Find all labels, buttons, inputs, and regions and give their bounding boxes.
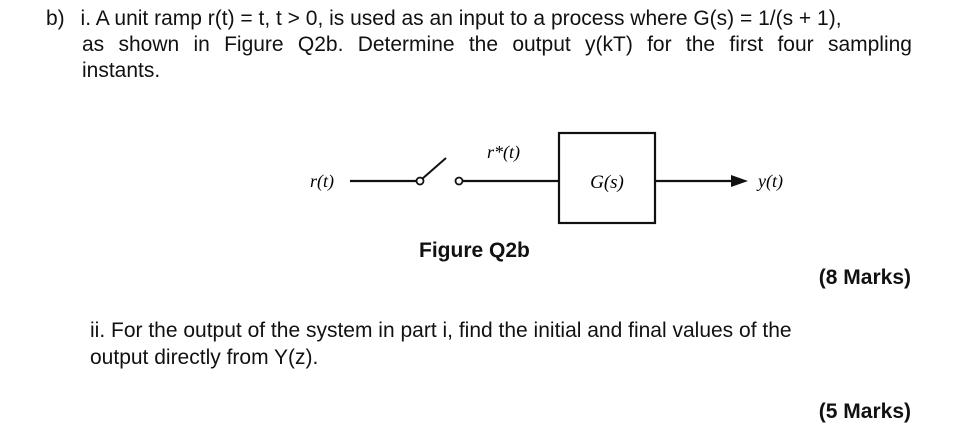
output-arrowhead xyxy=(731,175,748,187)
part-label: b) xyxy=(46,7,65,30)
marks-part-i: (8 Marks) xyxy=(818,266,911,289)
question-b-i-line3: instants. xyxy=(82,59,161,82)
question-i-text-1: i. A unit ramp r(t) = t, t > 0, is used … xyxy=(80,7,842,30)
output-label: y(t) xyxy=(756,171,783,192)
question-b-i-line1: b) i. A unit ramp r(t) = t, t > 0, is us… xyxy=(46,6,961,32)
figure-caption: Figure Q2b xyxy=(419,239,530,262)
marks-part-ii: (5 Marks) xyxy=(818,400,911,423)
question-b-i-line2: as shown in Figure Q2b. Determine the ou… xyxy=(82,33,912,56)
switch-left-contact xyxy=(415,176,425,186)
switch-right-contact xyxy=(454,176,464,186)
question-b-ii-line2: output directly from Y(z). xyxy=(90,346,319,369)
input-label: r(t) xyxy=(310,171,334,192)
gs-block xyxy=(557,131,657,225)
block-label: G(s) xyxy=(590,172,624,193)
sampled-label: r*(t) xyxy=(487,142,520,163)
question-b-ii-line1: ii. For the output of the system in part… xyxy=(90,319,792,342)
switch-arm xyxy=(421,157,447,180)
